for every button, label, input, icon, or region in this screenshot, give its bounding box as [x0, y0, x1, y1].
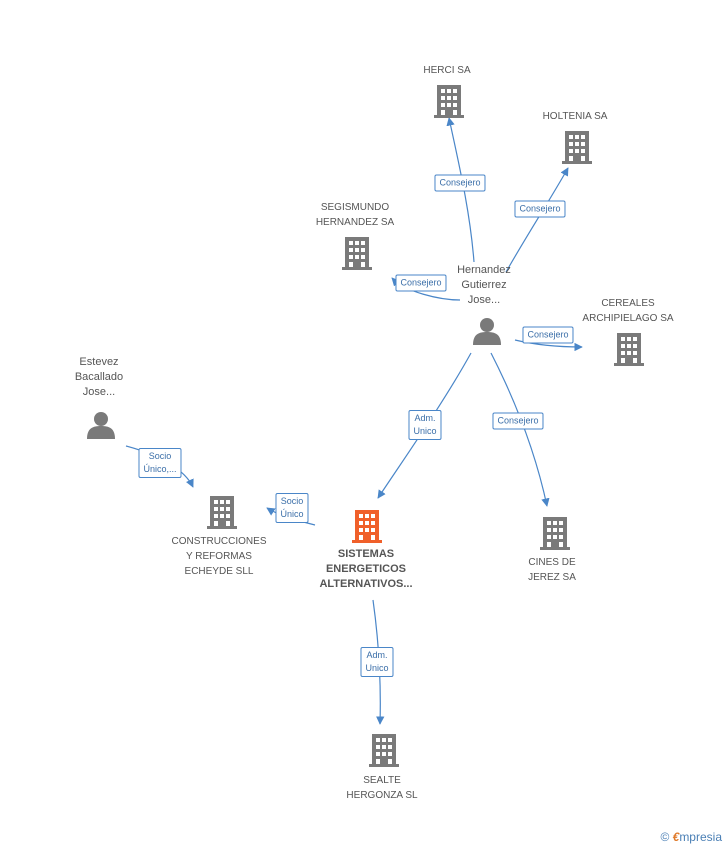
- edge-label-consejero[interactable]: Consejero: [395, 274, 447, 292]
- building-icon[interactable]: [434, 85, 464, 118]
- brand-logo: © €mpresia: [660, 830, 722, 844]
- copyright-icon: ©: [660, 830, 670, 844]
- node-segismundo-label[interactable]: SEGISMUNDO HERNANDEZ SA: [315, 202, 395, 228]
- building-icon[interactable]: [342, 237, 372, 270]
- edge-label-consejero[interactable]: Consejero: [522, 326, 574, 344]
- node-construcciones-label[interactable]: CONSTRUCCIONES Y REFORMAS ECHEYDE SLL: [171, 536, 267, 577]
- building-icon[interactable]: [614, 333, 644, 366]
- edge-to-holtenia: [505, 167, 569, 273]
- building-icon[interactable]: [207, 496, 237, 529]
- building-icon[interactable]: [540, 517, 570, 550]
- brand-initial: €: [672, 830, 680, 844]
- edge-to-cereales: [514, 339, 583, 352]
- brand-name: mpresia: [679, 830, 722, 844]
- edge-label-adm-unico[interactable]: Adm. Unico: [360, 647, 394, 677]
- node-holtenia-label[interactable]: HOLTENIA SA: [542, 111, 608, 122]
- edge-label-consejero[interactable]: Consejero: [514, 200, 566, 218]
- node-herci-label[interactable]: HERCI SA: [423, 65, 471, 76]
- node-hernandez-label[interactable]: Hernandez Gutierrez Jose...: [457, 264, 511, 306]
- edge-label-socio-unico[interactable]: Socio Único,...: [138, 448, 182, 478]
- edge-label-consejero[interactable]: Consejero: [492, 412, 544, 430]
- node-sealte-label[interactable]: SEALTE HERGONZA SL: [346, 775, 418, 801]
- edge-label-adm-unico[interactable]: Adm. Unico: [408, 410, 442, 440]
- node-sistemas-label[interactable]: SISTEMAS ENERGETICOS ALTERNATIVOS...: [319, 548, 413, 590]
- node-cines-label[interactable]: CINES DE JEREZ SA: [528, 557, 576, 583]
- node-estevez-label[interactable]: Estevez Bacallado Jose...: [74, 356, 124, 398]
- edge-to-cines: [490, 352, 550, 507]
- person-icon[interactable]: [87, 412, 115, 439]
- building-icon[interactable]: [562, 131, 592, 164]
- building-icon[interactable]: [352, 510, 382, 543]
- node-cereales-label[interactable]: CEREALES ARCHIPIELAGO SA: [582, 298, 674, 324]
- building-icon[interactable]: [369, 734, 399, 767]
- edge-label-socio-unico[interactable]: Socio Único: [275, 493, 309, 523]
- person-icon[interactable]: [473, 318, 501, 345]
- edge-label-consejero[interactable]: Consejero: [434, 174, 486, 192]
